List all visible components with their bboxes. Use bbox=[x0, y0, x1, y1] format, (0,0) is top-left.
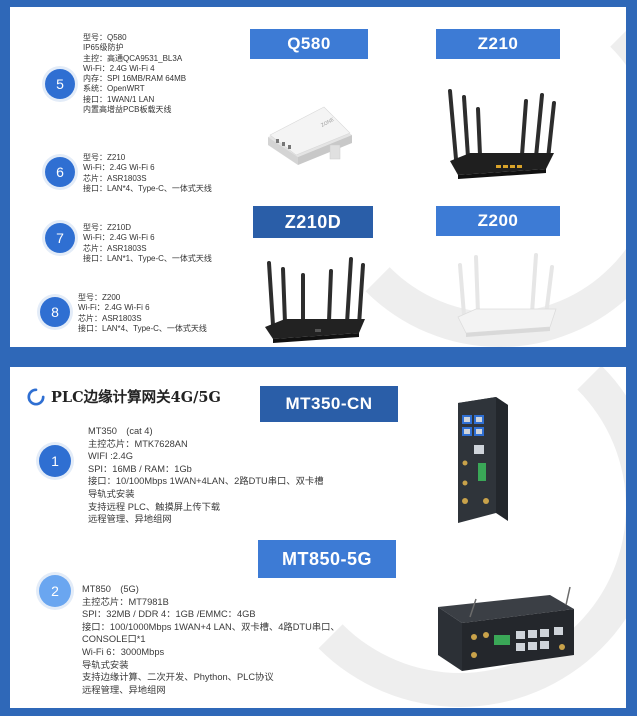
mt850-spec: MT850 (5G) 主控芯片：MT7981B SPI：32MB / DDR 4… bbox=[82, 584, 340, 695]
mt350-spec: MT350 (cat 4) 主控芯片：MTK7628AN WIFI :2.4G … bbox=[88, 426, 324, 525]
item-number-badge: 7 bbox=[45, 223, 75, 253]
item-number-badge: 6 bbox=[45, 157, 75, 187]
q580-device-image: ZONE bbox=[268, 106, 352, 165]
item-number-badge: 1 bbox=[39, 445, 71, 477]
loading-ring-icon bbox=[27, 387, 45, 406]
item-number-badge: 5 bbox=[45, 69, 75, 99]
mt850-label: MT850-5G bbox=[258, 540, 396, 578]
q580-spec: 型号：Q580 IP65级防护 主控：高通QCA9531_BL3A Wi-Fi：… bbox=[83, 33, 187, 115]
q580-label: Q580 bbox=[250, 29, 368, 59]
z210d-label: Z210D bbox=[253, 206, 373, 238]
z200-label: Z200 bbox=[436, 206, 560, 236]
z210-spec: 型号：Z210 Wi-Fi：2.4G Wi-Fi 6 芯片：ASR1803S 接… bbox=[83, 153, 212, 193]
item-number-badge: 2 bbox=[39, 575, 71, 607]
mt350-label: MT350-CN bbox=[260, 386, 398, 422]
mt350-device-image bbox=[458, 397, 508, 523]
item-number-badge: 8 bbox=[40, 297, 70, 327]
z210-device-image bbox=[448, 89, 556, 179]
z200-spec: 型号：Z200 Wi-Fi：2.4G Wi-Fi 6 芯片：ASR1803S 接… bbox=[78, 293, 207, 333]
z210d-device-image bbox=[265, 257, 365, 343]
section-title: PLC边缘计算网关4G/5G bbox=[27, 386, 221, 407]
mt850-device-image bbox=[438, 586, 574, 671]
z200-device-image bbox=[457, 253, 557, 337]
z210d-spec: 型号：Z210D Wi-Fi：2.4G Wi-Fi 6 芯片：ASR1803S … bbox=[83, 223, 212, 263]
router-products-panel: 5 型号：Q580 IP65级防护 主控：高通QCA9531_BL3A Wi-F… bbox=[10, 7, 626, 347]
z210-label: Z210 bbox=[436, 29, 560, 59]
plc-gateway-panel: PLC边缘计算网关4G/5G MT350-CN MT850-5G 1 MT350… bbox=[10, 367, 626, 708]
